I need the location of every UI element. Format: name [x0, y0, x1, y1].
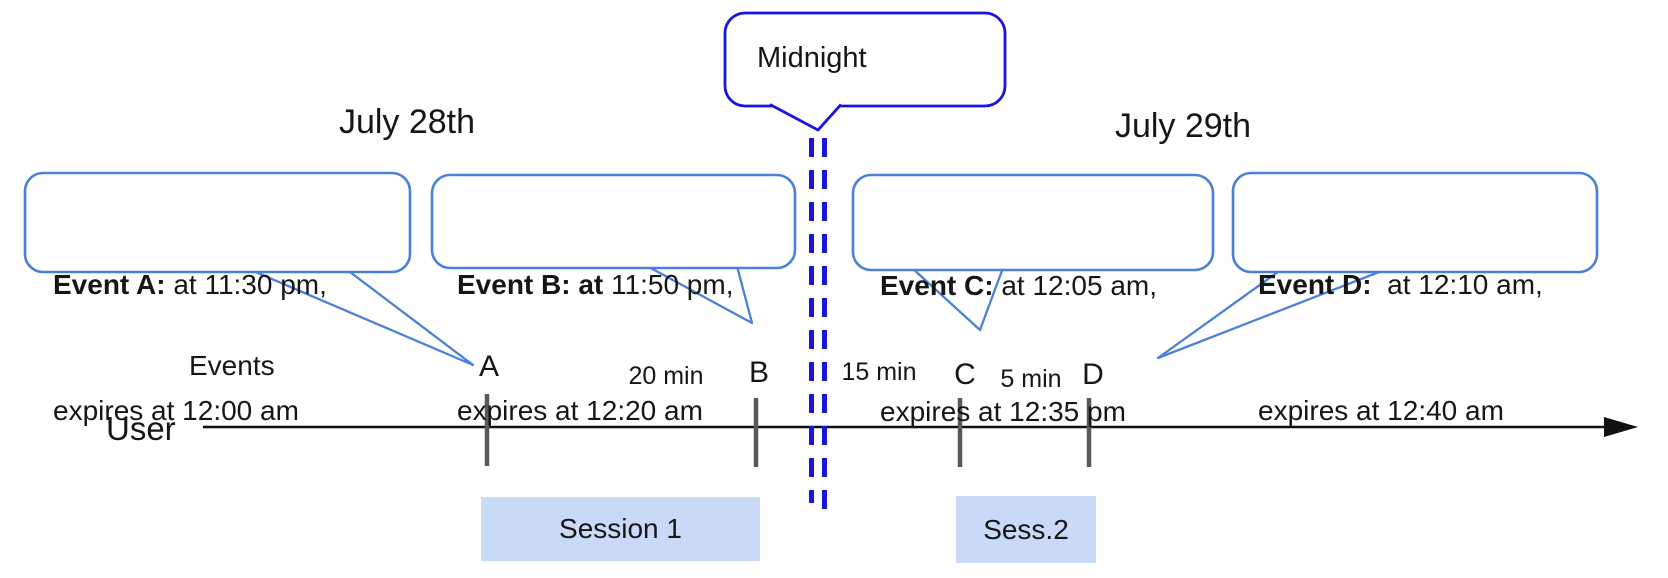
event-c-time: at 12:05 am, [993, 270, 1158, 301]
event-d-line1: Event D: at 12:10 am, [1258, 264, 1543, 306]
event-b-callout-text: Event B: at 11:50 pm, expires at 12:20 a… [457, 180, 733, 516]
callout-box-b [430, 173, 797, 270]
midnight-tail [769, 103, 843, 132]
callout-tail-a [251, 269, 475, 367]
callout-box-a [23, 171, 412, 274]
timeline-arrowhead [1604, 417, 1638, 437]
midnight-label: Midnight [757, 42, 867, 74]
gap-label-15min: 15 min [841, 358, 917, 386]
event-b-title: Event B: at [457, 269, 604, 300]
session-2-bar: Sess.2 [956, 496, 1096, 563]
event-d-line2: expires at 12:40 am [1258, 395, 1504, 426]
gap-label-20min: 20 min [628, 362, 704, 390]
midnight-box [723, 11, 1007, 108]
event-a-time: at 11:30 pm, [165, 269, 327, 300]
user-row-label: User [106, 410, 176, 447]
event-a-line1: Event A: at 11:30 pm, [53, 264, 327, 306]
event-a-callout-text: Event A: at 11:30 pm, expires at 12:00 a… [53, 180, 327, 516]
callout-box-d [1231, 171, 1599, 274]
event-d-callout-text: Event D: at 12:10 am, expires at 12:40 a… [1258, 180, 1543, 516]
event-a-line2: expires at 12:00 am [53, 395, 299, 426]
callout-tail-b [646, 264, 754, 325]
tick-label-a: A [478, 350, 499, 383]
event-b-time: 11:50 pm, [603, 269, 734, 300]
event-c-line1: Event C: at 12:05 am, [880, 265, 1157, 307]
event-b-line1: Event B: at 11:50 pm, [457, 264, 733, 306]
event-d-time: at 12:10 am, [1371, 269, 1543, 300]
session-1-label: Session 1 [559, 513, 682, 544]
event-c-callout-text: Event C: at 12:05 am, expires at 12:35 p… [880, 181, 1157, 517]
day-header-july-29: July 29th [1114, 107, 1252, 145]
event-b-line2: expires at 12:20 am [457, 395, 703, 426]
event-c-line2: expires at 12:35 pm [880, 396, 1126, 427]
session-1-bar: Session 1 [481, 497, 760, 561]
tick-label-c: C [954, 358, 976, 391]
day-header-july-28: July 28th [338, 103, 476, 141]
tick-label-d: D [1082, 358, 1104, 391]
events-row-label: Events [189, 350, 275, 381]
event-c-title: Event C: [880, 270, 994, 301]
callout-box-c [851, 173, 1215, 272]
gap-label-5min: 5 min [1000, 365, 1062, 393]
callout-tail-c [911, 267, 1005, 332]
event-d-title: Event D: [1258, 269, 1372, 300]
session-2-label: Sess.2 [983, 513, 1069, 545]
event-a-title: Event A: [53, 269, 166, 300]
tick-label-b: B [748, 356, 769, 389]
callout-tail-d [1156, 269, 1384, 360]
